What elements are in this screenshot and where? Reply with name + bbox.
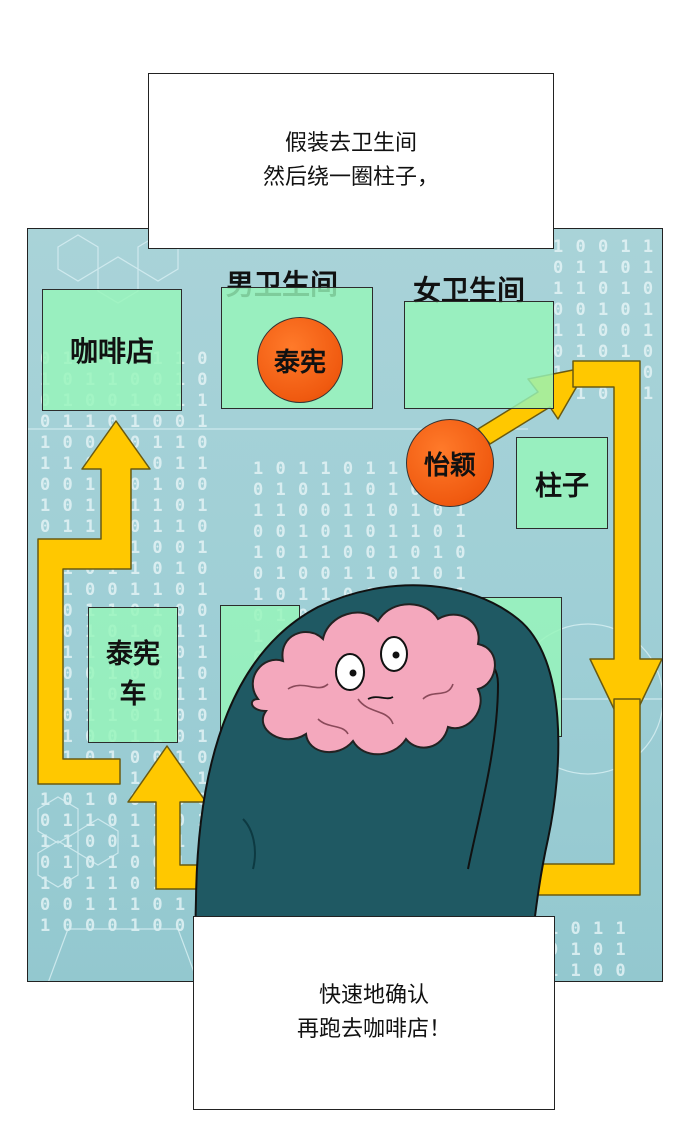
taixian-marker: 泰宪: [257, 317, 343, 403]
character-head: [193, 584, 560, 981]
womens-restroom-room: [404, 301, 554, 409]
cafe-label: 咖啡店: [69, 335, 154, 368]
yiying-marker: 怡颖: [406, 419, 494, 507]
yiying-label: 怡颖: [423, 450, 476, 481]
car-room: 泰宪车: [88, 607, 178, 743]
map-panel: 0 1 1 0 0 1 1 0 1 0 1 1 0 0 1 0 0 1 0 0 …: [27, 228, 663, 982]
caption-top: 假装去卫生间 然后绕一圈柱子，: [148, 73, 554, 249]
pillar-room: 柱子: [516, 437, 608, 529]
car-label: 泰宪车: [106, 639, 160, 710]
caption-bottom: 快速地确认 再跑去咖啡店！: [193, 916, 555, 1110]
grid-decoration: [28, 234, 662, 981]
caption-top-line1: 假装去卫生间: [284, 131, 417, 156]
taixian-label: 泰宪: [273, 347, 326, 378]
pillar-label: 柱子: [535, 470, 589, 502]
cafe-room: 咖啡店: [42, 289, 182, 411]
caption-bottom-line2: 再跑去咖啡店！: [296, 1017, 451, 1042]
caption-top-line2: 然后绕一圈柱子，: [262, 165, 439, 190]
caption-bottom-line1: 快速地确认: [318, 983, 429, 1008]
